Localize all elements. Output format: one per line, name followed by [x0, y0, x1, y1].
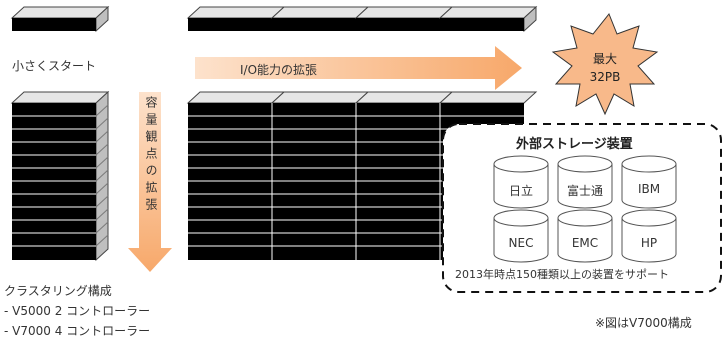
- cylinder-nec: [493, 209, 549, 263]
- support-note: 2013年時点150種類以上の装置をサポート: [455, 268, 669, 281]
- vendor-label-ibm: IBM: [637, 182, 661, 196]
- cluster-title: クラスタリング構成: [4, 284, 112, 298]
- cylinder-emc: [557, 209, 613, 263]
- io-expansion-label: I/O能力の拡張: [240, 63, 318, 77]
- cluster-v5000: - V5000 2 コントローラー: [4, 304, 151, 318]
- cylinder-ibm: [621, 155, 677, 209]
- vendor-label-hp: HP: [640, 236, 658, 250]
- max-capacity-starburst: [551, 13, 659, 116]
- capacity-stack-left: [10, 90, 110, 262]
- vendor-label-emc: EMC: [571, 236, 599, 250]
- small-start-label: 小さくスタート: [12, 59, 97, 73]
- cylinder-hp: [621, 209, 677, 263]
- cylinder-hitachi: [493, 155, 549, 209]
- io-expansion-arrow: [195, 46, 522, 90]
- capacity-expansion-arrow: [128, 92, 172, 272]
- single-enclosure: [10, 5, 110, 33]
- max-capacity-value: 32PB: [589, 70, 621, 84]
- io-expanded-enclosures: [186, 5, 538, 33]
- vendor-label-hitachi: 日立: [508, 184, 533, 198]
- vendor-cylinders: [493, 155, 677, 263]
- external-storage-title: 外部ストレージ装置: [516, 137, 633, 152]
- vendor-label-fujitsu: 富士通: [566, 184, 603, 198]
- cluster-v7000: - V7000 4 コントローラー: [4, 324, 151, 338]
- max-capacity-label: 最大: [592, 52, 617, 66]
- figure-note: ※図はV7000構成: [595, 316, 692, 330]
- capacity-expansion-label: 容量観点の拡張: [144, 96, 158, 215]
- cylinder-fujitsu: [557, 155, 613, 209]
- vendor-label-nec: NEC: [508, 236, 534, 250]
